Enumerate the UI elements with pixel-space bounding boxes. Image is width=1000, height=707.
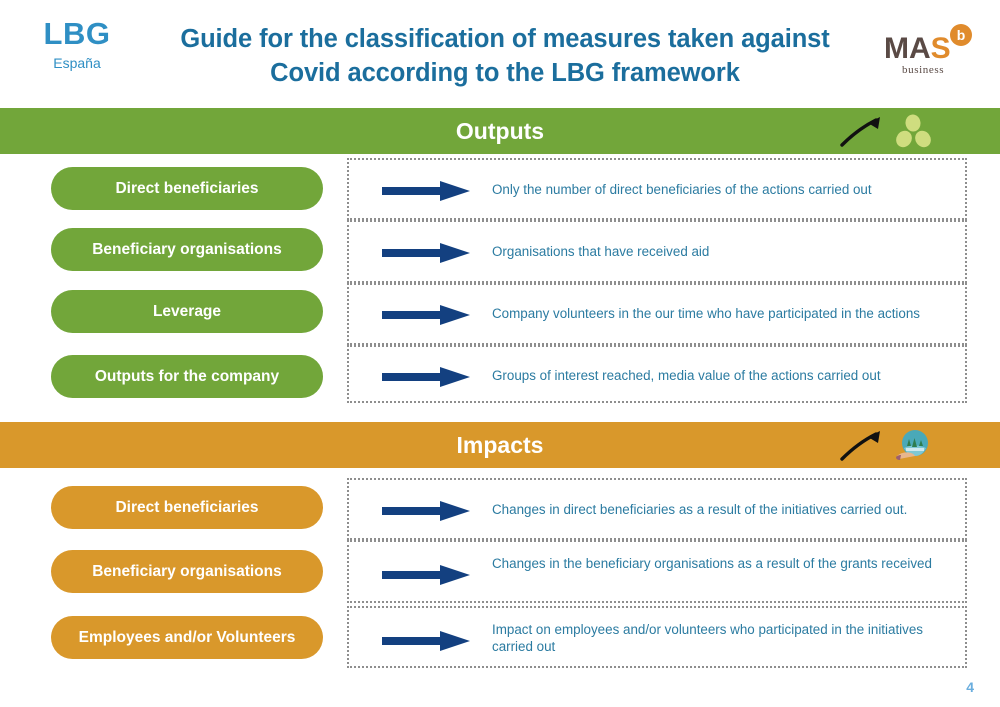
row-description: Groups of interest reached, media value … [492,368,881,383]
lbg-logo-subtitle: España [53,55,101,71]
right-arrow-icon [382,243,470,263]
pill-impacts-direct-beneficiaries[interactable]: Direct beneficiaries [51,486,323,529]
hand-globe-icon [896,430,928,460]
section-banner-outputs: Outputs [0,108,1000,154]
page-header: LBG España Guide for the classification … [0,0,1000,108]
section-banner-impacts: Impacts [0,422,1000,468]
pill-label: Employees and/or Volunteers [78,629,296,646]
row-description: Impact on employees and/or volunteers wh… [492,622,923,654]
section-banner-impacts-title: Impacts [456,432,544,458]
right-arrow-icon [382,631,470,651]
pill-label: Direct beneficiaries [115,180,259,197]
mas-business-logo: MAS b business [876,24,984,82]
row-description: Organisations that have received aid [492,244,710,259]
leaves-icon [896,114,931,148]
pill-impacts-beneficiary-organisations[interactable]: Beneficiary organisations [51,550,323,593]
curved-arrow-icon [840,117,880,147]
row-description: Changes in direct beneficiaries as a res… [492,502,908,517]
pill-outputs-leverage[interactable]: Leverage [51,290,323,333]
pill-outputs-for-the-company[interactable]: Outputs for the company [51,355,323,398]
mas-logo-ma: MA [884,32,931,65]
lbg-logo-text: LBG [43,16,111,51]
row-description: Only the number of direct beneficiaries … [492,182,872,197]
pill-outputs-beneficiary-organisations[interactable]: Beneficiary organisations [51,228,323,271]
page-number: 4 [966,679,974,695]
pill-outputs-direct-beneficiaries[interactable]: Direct beneficiaries [51,167,323,210]
pill-label: Beneficiary organisations [92,563,282,580]
pill-label: Direct beneficiaries [115,499,259,516]
right-arrow-icon [382,565,470,585]
table-row: Organisations that have received aid [347,220,967,283]
page-title-line-2: Covid according to the LBG framework [270,59,740,88]
right-arrow-icon [382,367,470,387]
row-description: Changes in the beneficiary organisations… [492,556,932,571]
table-row: Only the number of direct beneficiaries … [347,158,967,220]
page-title: Guide for the classification of measures… [150,22,860,90]
pill-impacts-employees-volunteers[interactable]: Employees and/or Volunteers [51,616,323,659]
row-description: Company volunteers in the our time who h… [492,306,920,321]
table-row: Company volunteers in the our time who h… [347,283,967,345]
right-arrow-icon [382,305,470,325]
mas-logo-s: S [930,32,951,65]
pill-label: Beneficiary organisations [92,241,282,258]
section-banner-outputs-title: Outputs [455,118,545,144]
pill-label: Outputs for the company [94,368,280,385]
mas-logo-badge-icon: b [950,24,972,46]
table-row: Impact on employees and/or volunteers wh… [347,606,967,668]
mas-logo-wordmark: MAS [884,32,951,66]
right-arrow-icon [382,181,470,201]
table-row: Groups of interest reached, media value … [347,345,967,403]
pill-label: Leverage [152,303,222,320]
curved-arrow-icon [840,431,880,461]
page-title-line-1: Guide for the classification of measures… [180,25,830,53]
table-row: Changes in direct beneficiaries as a res… [347,478,967,540]
lbg-logo: LBG España [22,18,132,70]
table-row: Changes in the beneficiary organisations… [347,540,967,603]
mas-logo-subtitle: business [902,64,945,76]
right-arrow-icon [382,501,470,521]
